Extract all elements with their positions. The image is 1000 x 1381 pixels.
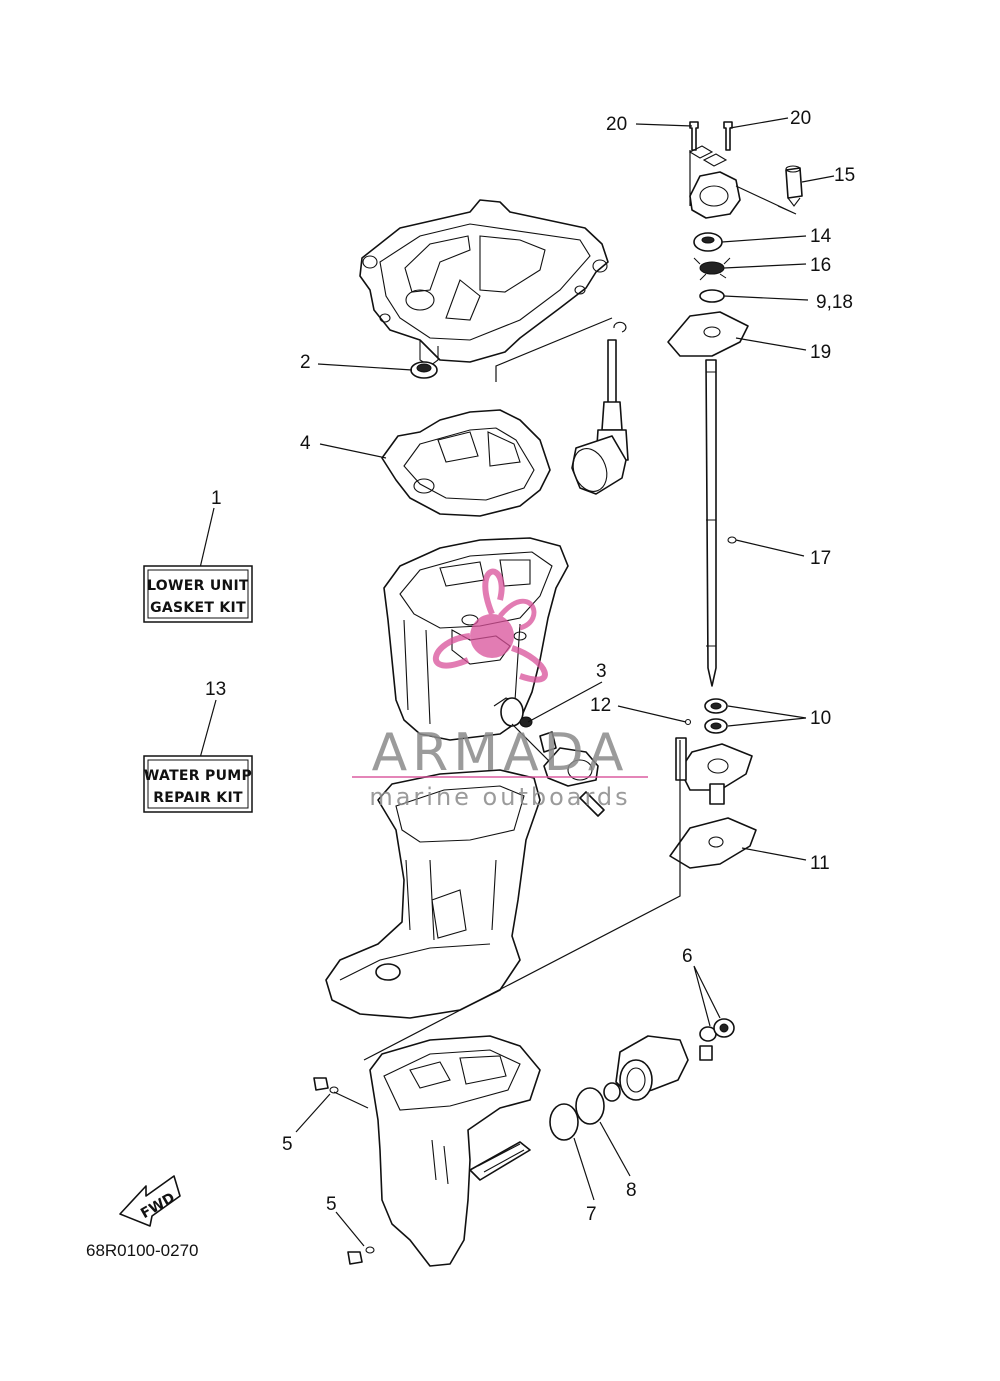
watermark: ARMADA marine outboards [352, 568, 648, 811]
callout-20-right: 20 [790, 108, 811, 129]
callout-19: 19 [810, 342, 831, 363]
callout-9-18: 9,18 [816, 292, 853, 313]
propeller-logo-icon [433, 568, 548, 683]
part-5-bolts [313, 1077, 375, 1265]
callout-15: 15 [834, 165, 855, 186]
callout-numbers: 20 20 15 14 16 9,18 19 2 4 1 17 3 13 12 … [205, 108, 855, 1225]
lower-unit-gearcase [369, 1035, 541, 1267]
watermark-brand: ARMADA [372, 723, 629, 783]
exhaust-guide-assembly [359, 199, 629, 495]
part-4-gasket [381, 409, 551, 517]
impeller-icon [693, 257, 731, 281]
callout-6: 6 [682, 946, 693, 967]
callout-5-upper: 5 [282, 1134, 293, 1155]
fwd-arrow-icon: FWD [119, 1175, 181, 1227]
water-pump-assembly [363, 121, 803, 1061]
lower-unit-kit-line1: LOWER UNIT [147, 578, 249, 594]
callout-4: 4 [300, 433, 311, 454]
callout-8: 8 [626, 1180, 637, 1201]
callout-13: 13 [205, 679, 226, 700]
water-pump-repair-kit-box: WATER PUMP REPAIR KIT [143, 755, 253, 813]
watermark-tagline: marine outboards [369, 783, 630, 811]
callout-16: 16 [810, 255, 831, 276]
callout-10: 10 [810, 708, 831, 729]
lower-right-components [549, 1018, 735, 1141]
part-2-oil-seal [410, 361, 438, 379]
callout-17: 17 [810, 548, 831, 569]
watermark-divider [352, 776, 648, 778]
callout-5-lower: 5 [326, 1194, 337, 1215]
lower-unit-kit-line2: GASKET KIT [150, 600, 246, 616]
diagram-code: 68R0100-0270 [86, 1241, 198, 1260]
callout-20-left: 20 [606, 114, 627, 135]
callout-11: 11 [810, 853, 830, 874]
leader-lines [199, 117, 835, 1247]
callout-12: 12 [590, 695, 611, 716]
water-pump-kit-line1: WATER PUMP [144, 768, 252, 784]
callout-7: 7 [586, 1204, 597, 1225]
callout-1: 1 [211, 488, 222, 509]
callout-3: 3 [596, 661, 607, 682]
water-pump-kit-line2: REPAIR KIT [153, 790, 243, 806]
callout-14: 14 [810, 226, 832, 247]
lower-unit-gasket-kit-box: LOWER UNIT GASKET KIT [143, 565, 253, 623]
callout-2: 2 [300, 352, 311, 373]
